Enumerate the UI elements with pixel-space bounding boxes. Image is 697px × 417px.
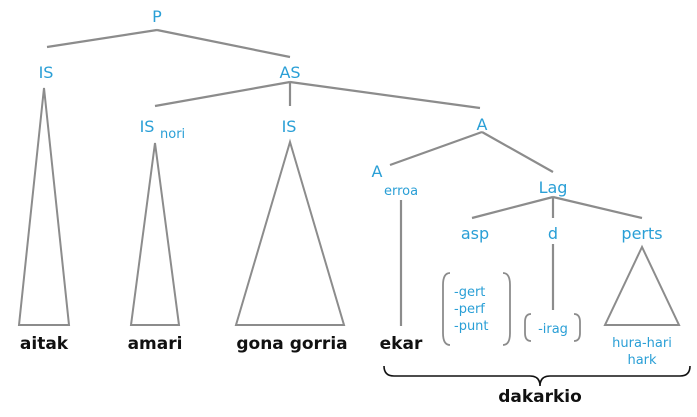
feature-asp-2: -perf	[454, 302, 485, 317]
d-bracket-left	[524, 313, 532, 342]
asp-bracket-left	[442, 272, 451, 346]
feature-d-1: -irag	[538, 322, 568, 337]
edge-as-a	[289, 80, 481, 110]
node-perts: perts	[621, 224, 662, 243]
node-p: P	[152, 7, 162, 26]
node-a-head: A	[372, 162, 383, 181]
triangle-amari	[129, 142, 181, 326]
node-as: AS	[279, 63, 300, 82]
d-bracket-right	[573, 313, 581, 342]
triangle-perts	[603, 244, 681, 326]
word-ekar: ekar	[380, 334, 423, 354]
feature-labels: -gert -perf -punt -irag hura-hari hark	[454, 285, 672, 368]
edge-a-lag	[481, 131, 554, 173]
node-asp: asp	[461, 224, 489, 243]
edge-lag-asp	[471, 195, 554, 220]
node-a: A	[477, 115, 488, 134]
edge-as-is-nori	[154, 80, 291, 108]
asp-bracket-right	[502, 272, 511, 346]
node-is-indirect: IS	[140, 117, 155, 136]
edge-a-ahead	[389, 130, 483, 167]
node-is-object: IS	[282, 117, 297, 136]
word-dakarkio: dakarkio	[498, 387, 582, 407]
node-is-subject: IS	[39, 63, 54, 82]
node-lag: Lag	[539, 178, 568, 197]
edge-p-as	[156, 28, 291, 59]
feature-asp-1: -gert	[454, 285, 485, 300]
feature-brackets	[442, 272, 581, 346]
edge-lag-perts	[552, 195, 643, 220]
word-gona-gorria: gona gorria	[236, 334, 347, 354]
edge-p-is	[46, 28, 158, 49]
word-amari: amari	[128, 334, 183, 354]
node-d: d	[548, 224, 558, 243]
tree-edges	[46, 28, 643, 326]
node-labels: P IS AS IS nori IS A A erroa Lag asp d p…	[39, 7, 663, 243]
node-is-indirect-sub: nori	[160, 127, 185, 142]
feature-asp-3: -punt	[454, 319, 489, 334]
node-a-head-sub: erroa	[384, 184, 418, 199]
tree-triangles	[17, 87, 681, 326]
word-labels: aitak amari gona gorria ekar dakarkio	[20, 334, 582, 407]
feature-perts-2: hark	[627, 353, 657, 368]
triangle-gona-gorria	[234, 138, 346, 326]
triangle-aitak	[17, 87, 71, 326]
dakarkio-brace	[383, 365, 691, 387]
word-aitak: aitak	[20, 334, 69, 354]
feature-perts-1: hura-hari	[612, 336, 672, 351]
